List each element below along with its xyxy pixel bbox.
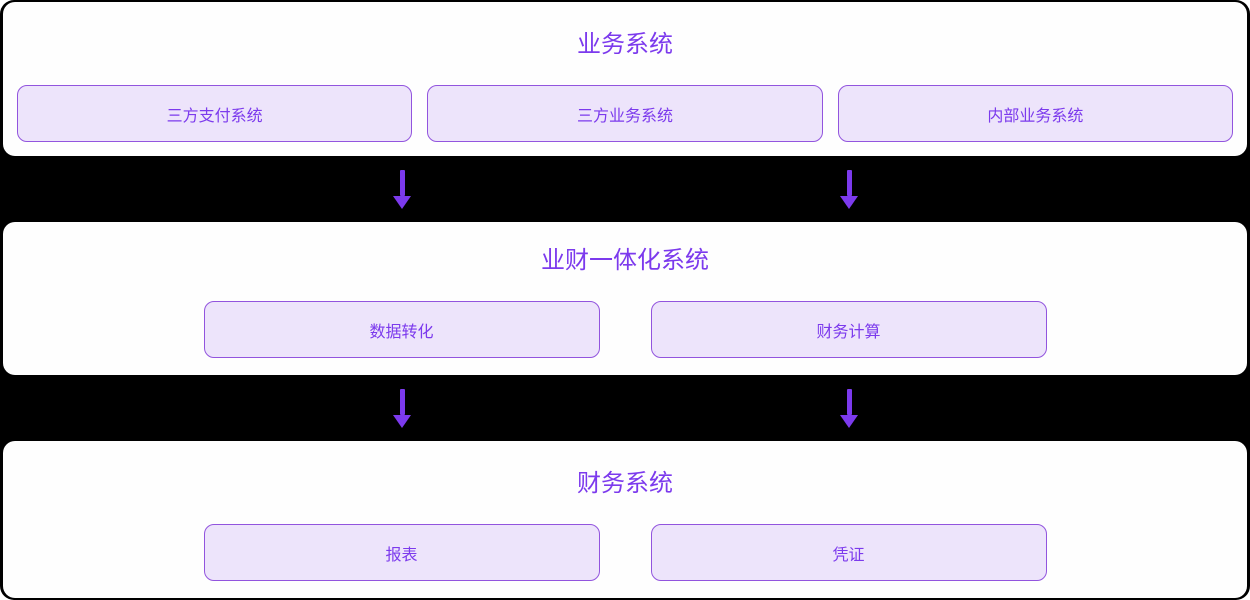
down-arrow-icon bbox=[840, 389, 858, 428]
node-data-conversion: 数据转化 bbox=[203, 301, 600, 358]
node-third-party-payment-system: 三方支付系统 bbox=[17, 85, 413, 142]
down-arrow-icon bbox=[393, 170, 411, 209]
section-business-systems: 业务系统 三方支付系统 三方业务系统 内部业务系统 bbox=[3, 2, 1247, 156]
node-reports: 报表 bbox=[203, 524, 600, 581]
arrow-head bbox=[393, 415, 411, 428]
connector-band-2 bbox=[0, 375, 1250, 441]
integration-box-row: 数据转化 财务计算 bbox=[3, 301, 1247, 358]
finance-box-row: 报表 凭证 bbox=[3, 524, 1247, 581]
arrow-head bbox=[840, 415, 858, 428]
node-financial-calculation: 财务计算 bbox=[650, 301, 1047, 358]
arrow-head bbox=[840, 196, 858, 209]
section-finance-system-title: 财务系统 bbox=[577, 470, 673, 497]
section-business-finance-integration: 业财一体化系统 数据转化 财务计算 bbox=[3, 222, 1247, 375]
section-business-systems-title: 业务系统 bbox=[577, 31, 673, 58]
arrow-head bbox=[393, 196, 411, 209]
down-arrow-icon bbox=[393, 389, 411, 428]
arrow-stem bbox=[399, 389, 405, 415]
node-vouchers: 凭证 bbox=[650, 524, 1047, 581]
node-third-party-business-system: 三方业务系统 bbox=[427, 85, 823, 142]
section-finance-system: 财务系统 报表 凭证 bbox=[3, 441, 1247, 598]
connector-band-1 bbox=[0, 156, 1250, 222]
business-systems-box-row: 三方支付系统 三方业务系统 内部业务系统 bbox=[3, 85, 1247, 142]
arrow-stem bbox=[846, 170, 852, 196]
section-business-finance-integration-title: 业财一体化系统 bbox=[541, 247, 709, 274]
arrow-stem bbox=[399, 170, 405, 196]
node-internal-business-system: 内部业务系统 bbox=[837, 85, 1233, 142]
down-arrow-icon bbox=[840, 170, 858, 209]
arrow-stem bbox=[846, 389, 852, 415]
